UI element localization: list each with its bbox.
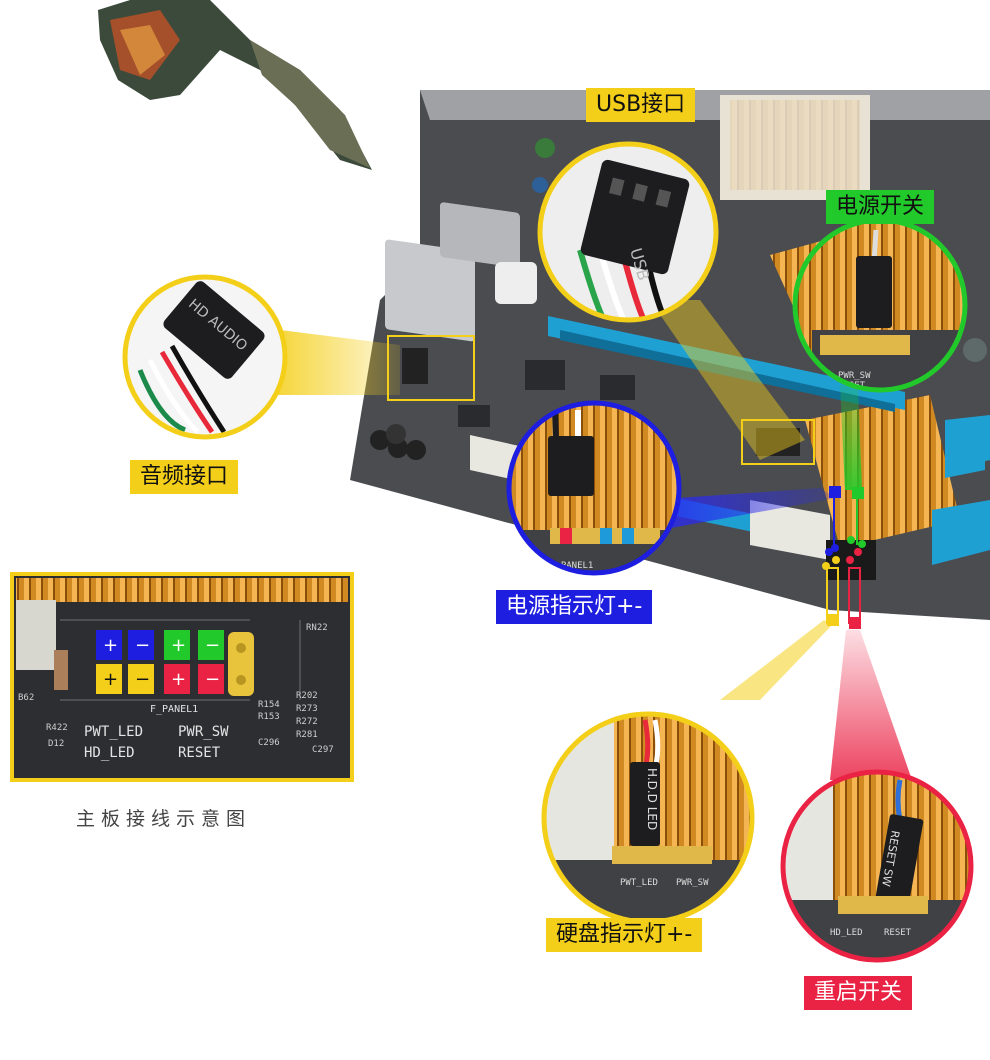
audio-beam (270, 330, 400, 395)
front-panel-markers (822, 486, 866, 629)
pin-reset-plus (164, 664, 190, 694)
reset-switch-label: 重启开关 (804, 976, 913, 1010)
r272-label: R272 (296, 717, 318, 727)
pwr-minus-sign: − (205, 635, 220, 656)
hdd-led-beam (720, 620, 832, 700)
svg-text:HD_LED: HD_LED (830, 928, 863, 938)
pwt-minus-sign: − (135, 635, 150, 656)
f-panel-label: F_PANEL1 (150, 704, 198, 715)
pin-pwt-led-plus (96, 630, 122, 660)
hdd-led-label: 硬盘指示灯+- (546, 918, 703, 952)
reset-zoom-circle: RESET SW HD_LED RESET (780, 769, 974, 963)
r153-label: R153 (258, 712, 280, 722)
diagram-caption: 主板接线示意图 (76, 808, 252, 830)
c296-label: C296 (258, 738, 280, 748)
usb-beam (650, 300, 805, 460)
hd-plus-sign: + (103, 669, 118, 690)
r422-label: R422 (46, 723, 68, 733)
svg-text:RESET: RESET (884, 928, 912, 938)
hd-minus-sign: − (135, 669, 150, 690)
b62-label: B62 (18, 693, 34, 703)
r281-label: R281 (296, 730, 318, 740)
pwr-sw-label: PWR_SW (178, 724, 229, 740)
power-led-beam (650, 488, 836, 530)
usb-zoom-circle: USB (537, 141, 719, 323)
r154-label: R154 (258, 700, 280, 710)
pwr-plus-sign: + (171, 635, 186, 656)
audio-zoom-circle: HD AUDIO (122, 274, 288, 440)
power-led-label: 电源指示灯+- (496, 590, 653, 624)
game-character-decoration (98, 0, 372, 170)
power-switch-label: 电源开关 (826, 190, 935, 224)
svg-text:PWT_LED: PWT_LED (620, 878, 658, 888)
pwt-led-label: PWT_LED (84, 724, 143, 740)
pin-hd-led-minus (128, 664, 154, 694)
usb-label: USB接口 (586, 88, 696, 122)
d12-label: D12 (48, 739, 64, 749)
pwt-plus-sign: + (103, 635, 118, 656)
reset-minus-sign: − (205, 669, 220, 690)
reset-label: RESET (178, 745, 221, 761)
hdd-led-zoom-circle: H.D.D LED PWT_LED PWR_SW (541, 711, 755, 925)
reset-beam (830, 630, 912, 780)
audio-label: 音频接口 (130, 460, 239, 494)
c297-label: C297 (312, 745, 334, 755)
power-switch-zoom-circle: PWR_SW RESET (792, 217, 968, 393)
svg-text:PWR_SW: PWR_SW (838, 371, 871, 381)
svg-text:F_PANEL1: F_PANEL1 (550, 561, 593, 571)
hd-led-label: HD_LED (84, 745, 135, 761)
r202-label: R202 (296, 691, 318, 701)
pin-pwr-sw-minus (198, 630, 224, 660)
power-switch-beam (840, 385, 862, 490)
svg-text:PWR_SW: PWR_SW (676, 878, 709, 888)
pin-reset-minus (198, 664, 224, 694)
wiring-diagram: + − + − + − + − F_PANEL1 PWT_LED HD_LED … (10, 572, 354, 782)
hdd-connector-text: H.D.D LED (645, 768, 659, 830)
pin-pwt-led-minus (128, 630, 154, 660)
power-led-zoom-circle: F_PANEL1 (506, 400, 682, 576)
reset-plus-sign: + (171, 669, 186, 690)
r273-label: R273 (296, 704, 318, 714)
pin-hd-led-plus (96, 664, 122, 694)
rn22-label: RN22 (306, 623, 328, 633)
pin-pwr-sw-plus (164, 630, 190, 660)
